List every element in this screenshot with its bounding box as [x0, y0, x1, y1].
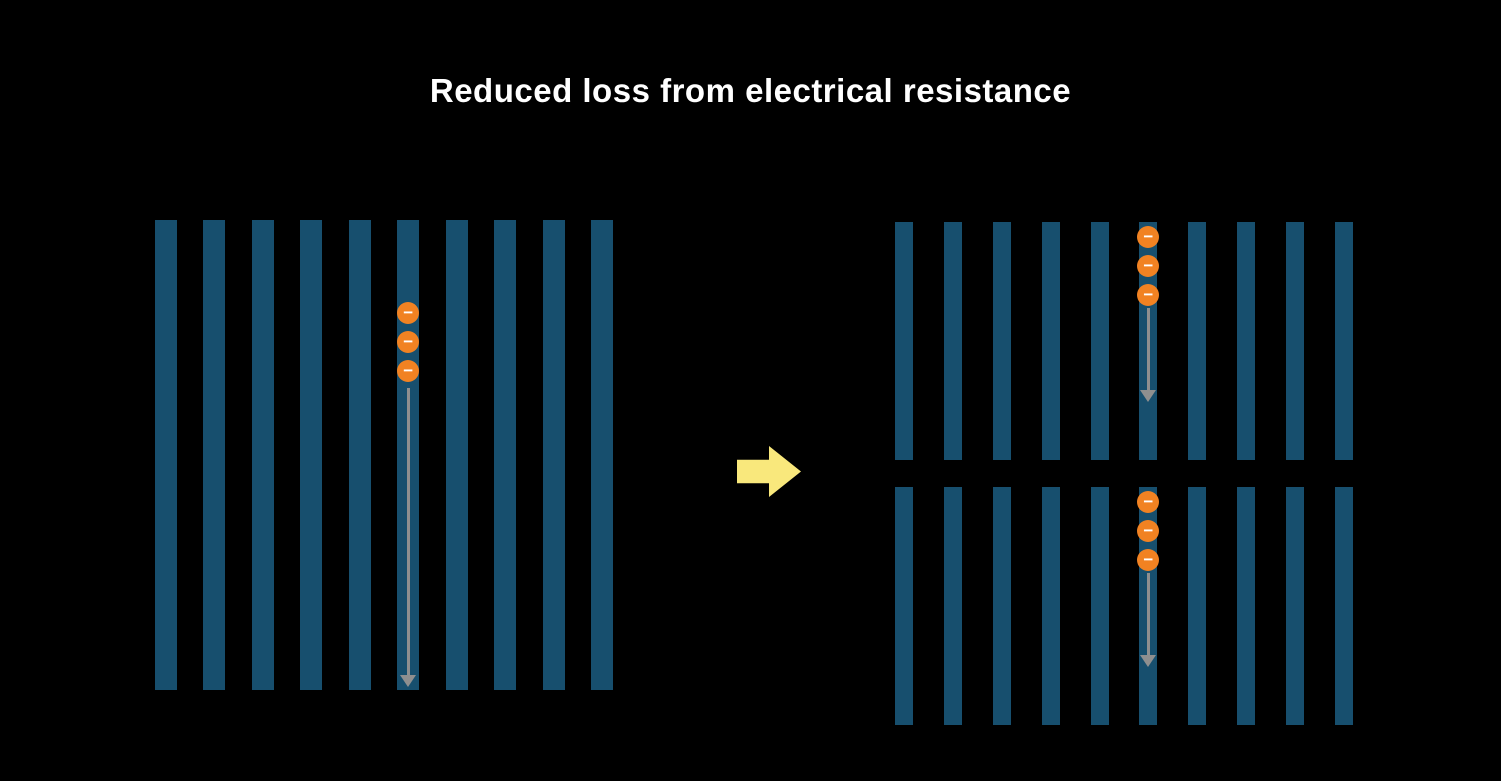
electron-icon: −: [397, 331, 420, 353]
conductor-bar: [1237, 487, 1256, 725]
conductor-bar: [155, 220, 177, 690]
half-cell-bottom-panel: − − −: [895, 487, 1353, 725]
electron-flow-arrowhead-icon: [1140, 655, 1157, 667]
electron-flow-arrow: [406, 388, 410, 675]
conductor-bar: [992, 487, 1011, 725]
electron-icon: −: [1137, 520, 1160, 542]
full-cell-panel: − − −: [155, 220, 613, 690]
conductor-bar: [1237, 222, 1256, 460]
electron-icon: −: [1137, 255, 1160, 277]
electron-flow-arrowhead-icon: [400, 675, 417, 687]
conductor-bar: [590, 220, 613, 690]
conductor-bar: [1090, 487, 1109, 725]
conductor-bar: [1334, 487, 1353, 725]
conductor-bar: [300, 220, 323, 690]
conductor-bar: [251, 220, 274, 690]
conductor-bar: [1090, 222, 1109, 460]
conductor-bar: [895, 222, 913, 460]
electron-flow-arrowhead-icon: [1140, 390, 1157, 402]
conductor-bar: [1188, 487, 1207, 725]
electron-flow-arrow: [1146, 308, 1150, 390]
electron-icon: −: [1137, 491, 1160, 513]
conductor-bar: [542, 220, 565, 690]
electron-icon: −: [397, 360, 420, 382]
conductor-bar: − − −: [1137, 222, 1160, 460]
conductor-bar: [1041, 222, 1060, 460]
electron-icon: −: [397, 302, 420, 324]
conductor-bar: [1041, 487, 1060, 725]
electron-icon: −: [1137, 226, 1160, 248]
conductor-bar: [943, 222, 962, 460]
conductor-bar: [494, 220, 517, 690]
diagram-title: Reduced loss from electrical resistance: [429, 72, 1072, 109]
conductor-bar: [445, 220, 468, 690]
conductor-bar: [1188, 222, 1207, 460]
conductor-bar: [1286, 222, 1304, 460]
right-arrow-icon: [737, 446, 801, 497]
electron-flow-arrow: [1146, 573, 1150, 655]
conductor-bar: [943, 487, 962, 725]
conductor-bar: − − −: [397, 220, 420, 690]
conductor-bar: [348, 220, 371, 690]
conductor-bar: [203, 220, 226, 690]
electron-icon: −: [1137, 549, 1160, 571]
half-cell-top-panel: − − −: [895, 222, 1353, 460]
conductor-bar: [1286, 487, 1304, 725]
conductor-bar: [1334, 222, 1353, 460]
conductor-bar: [992, 222, 1011, 460]
conductor-bar: − − −: [1137, 487, 1160, 725]
conductor-bar: [895, 487, 913, 725]
electron-icon: −: [1137, 284, 1160, 306]
